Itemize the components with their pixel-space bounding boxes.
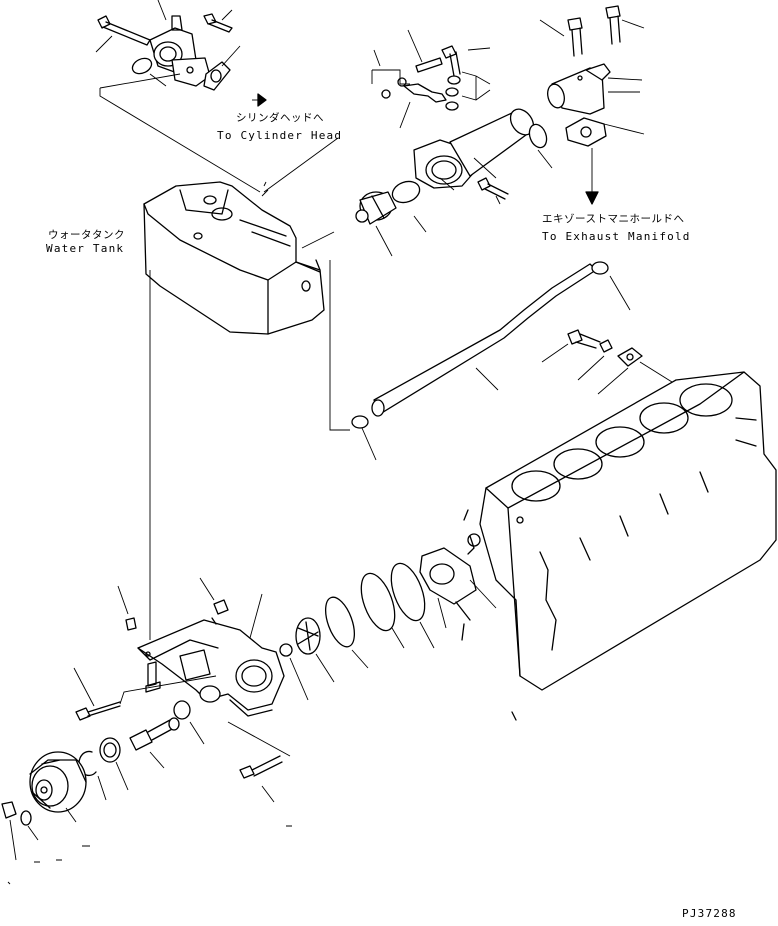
washer-1: [447, 75, 461, 85]
small-washer: [381, 89, 391, 99]
bolt-top-left: [97, 15, 151, 46]
drawing-number: PJ37288: [682, 907, 737, 920]
bolt-pump-vertical: [145, 661, 161, 693]
bolt-pump-mount: [75, 701, 121, 721]
seal-ring-large: [390, 562, 426, 622]
pump-pulley: [29, 751, 87, 823]
exhaust-gasket: [565, 117, 607, 147]
o-ring-pipe-end: [591, 261, 609, 275]
seal-ring-middle: [360, 572, 396, 632]
drain-plug: [213, 599, 229, 615]
washer-3: [445, 101, 459, 111]
pulley-washer: [20, 810, 32, 826]
bearing-inner: [173, 700, 191, 720]
o-ring-thermostat: [391, 180, 421, 204]
outlet-housing: [149, 15, 211, 87]
bolt-housing-top: [203, 13, 233, 33]
o-ring-pipe-start: [351, 415, 369, 429]
gasket-outlet: [203, 61, 231, 91]
bolt-pump-bottom: [239, 755, 283, 779]
water-pump-gasket: [419, 547, 497, 641]
bolt-exhaust-1: [567, 17, 583, 57]
o-ring-pump: [324, 596, 356, 648]
pipe-clamp: [541, 329, 689, 395]
exhaust-manifold-callout-jp: エキゾーストマニホールドへ: [542, 213, 684, 225]
exhaust-elbow: [547, 63, 611, 115]
clamp-plate: [617, 347, 643, 367]
water-pipe: [351, 261, 631, 461]
bearing-outer: [99, 737, 121, 763]
water-pump-body: [137, 617, 285, 717]
cylinder-block: [463, 371, 777, 721]
bolt-exhaust-2: [605, 5, 621, 45]
water-tank-label-jp: ウォータタンク: [48, 229, 125, 241]
exhaust-connector-group: [539, 5, 645, 147]
exhaust-manifold-callout-en: To Exhaust Manifold: [542, 230, 691, 243]
water-tank-label-en: Water Tank: [46, 242, 124, 255]
water-outlet-housing-group: [95, 0, 241, 91]
bolt-cover: [477, 177, 509, 200]
fitting-left: [125, 617, 137, 631]
pipe-bracket: [403, 83, 447, 103]
o-ring-outlet: [131, 57, 153, 75]
bolt-clamp: [567, 329, 601, 349]
pulley-nut: [1, 801, 17, 819]
thermostat-housing-group: [355, 29, 553, 257]
washer-2: [445, 87, 459, 97]
thermostat: [355, 191, 397, 225]
bolt-vertical: [441, 45, 461, 77]
bolt-thermostat: [415, 57, 443, 73]
impeller-nut: [279, 643, 293, 657]
o-ring-pipe: [528, 123, 548, 149]
impeller: [295, 617, 335, 683]
water-tank: [143, 181, 325, 335]
pump-shaft: [129, 717, 180, 769]
cylinder-head-callout-jp: シリンダヘッドへ: [236, 111, 324, 124]
cylinder-head-callout-en: To Cylinder Head: [217, 129, 342, 142]
clamp-nut: [599, 339, 613, 353]
